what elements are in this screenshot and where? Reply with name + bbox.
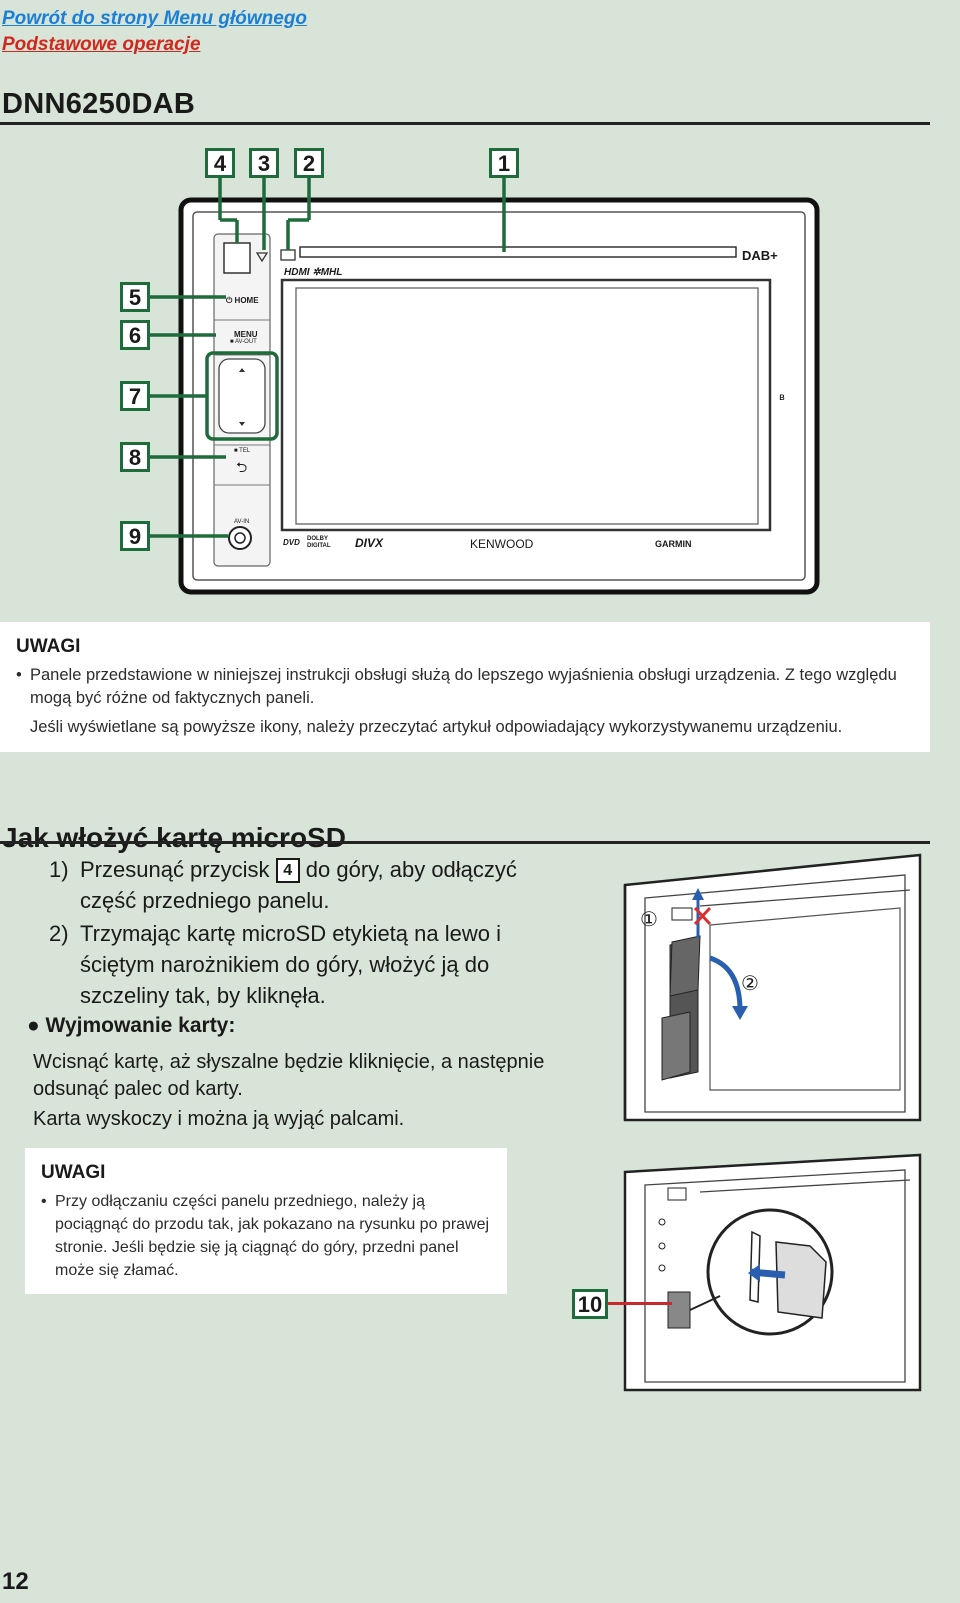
step-1-text-end: do góry, aby odłączyć — [305, 857, 517, 882]
callout-8: 8 — [120, 442, 150, 472]
notes-box-2: UWAGI Przy odłączaniu części panelu prze… — [25, 1148, 507, 1294]
av-out-label: ■ AV-OUT — [230, 339, 257, 345]
title-rule — [0, 122, 930, 125]
callout-2: 2 — [294, 148, 324, 178]
callout-7: 7 — [120, 381, 150, 411]
device-front-panel-figure: ʙ — [150, 177, 820, 595]
notes-bullet: Panele przedstawione w niniejszej instru… — [16, 664, 914, 710]
step-1-text-line2: część przedniego panelu. — [80, 888, 330, 913]
removal-heading: ● Wyjmowanie karty: — [27, 1014, 236, 1037]
step-1: 1) Przesunąć przycisk 4 do góry, aby odł… — [49, 854, 569, 916]
dab-logo: DAB+ — [742, 248, 778, 263]
notes-bullet-2: Przy odłączaniu części panelu przedniego… — [41, 1190, 491, 1282]
callout-4: 4 — [205, 148, 235, 178]
step-1-button-ref: 4 — [275, 858, 300, 883]
kenwood-logo: KENWOOD — [470, 537, 534, 551]
main-menu-link[interactable]: Powrót do strony Menu głównego — [2, 8, 308, 29]
av-in-label: AV-IN — [234, 519, 250, 525]
step-1-text: Przesunąć przycisk — [80, 857, 270, 882]
removal-text-2: Karta wyskoczy i można ją wyjąć palcami. — [33, 1108, 405, 1130]
divx-logo: DIVX — [355, 536, 384, 550]
step-2: 2) Trzymając kartę microSD etykietą na l… — [49, 918, 569, 1011]
marker-2: ② — [741, 973, 759, 995]
dolby-logo: DOLBY DIGITAL — [307, 536, 331, 549]
step-2-line2: ściętym narożnikiem do góry, włożyć ją d… — [80, 952, 490, 977]
callout-5: 5 — [120, 282, 150, 312]
hdmi-mhl-label: HDMI ✲MHL — [284, 267, 343, 278]
back-icon: ⮌ — [236, 459, 248, 475]
callout-10-leader — [602, 1302, 672, 1305]
callout-10: 10 — [572, 1289, 608, 1319]
page-title: DNN6250DAB — [2, 88, 196, 120]
callout-1: 1 — [489, 148, 519, 178]
menu-button-label: MENU — [234, 330, 258, 339]
section-rule — [0, 841, 930, 844]
notes-title: UWAGI — [16, 636, 81, 657]
removal-text: Wcisnąć kartę, aż słyszalne będzie klikn… — [33, 1051, 545, 1100]
notes-title-2: UWAGI — [41, 1162, 106, 1183]
dvd-logo: DVD — [283, 538, 300, 547]
notes-box: UWAGI Panele przedstawione w niniejszej … — [0, 622, 930, 752]
callout-9: 9 — [120, 521, 150, 551]
step-2-line3: szczeliny tak, by kliknęła. — [80, 983, 326, 1008]
section-title: Jak włożyć kartę microSD — [2, 822, 346, 853]
callout-6: 6 — [120, 320, 150, 350]
panel-detach-illustration — [623, 853, 922, 1122]
page-number: 12 — [2, 1568, 29, 1595]
callout-3: 3 — [249, 148, 279, 178]
garmin-logo: GARMIN — [655, 539, 692, 549]
tel-label: ■ TEL — [234, 448, 251, 454]
marker-1: ① — [640, 909, 658, 931]
basic-operations-link[interactable]: Podstawowe operacje — [2, 34, 201, 55]
home-button-label: ⏻ HOME — [226, 296, 259, 305]
notes-icon-text: Jeśli wyświetlane są powyższe ikony, nal… — [30, 718, 843, 736]
step-2-line1: Trzymając kartę microSD etykietą na lewo… — [80, 921, 501, 946]
step-2-number: 2) — [49, 921, 69, 946]
card-insert-illustration — [623, 1153, 922, 1392]
step-1-number: 1) — [49, 857, 69, 882]
svg-text:ʙ: ʙ — [779, 392, 785, 403]
